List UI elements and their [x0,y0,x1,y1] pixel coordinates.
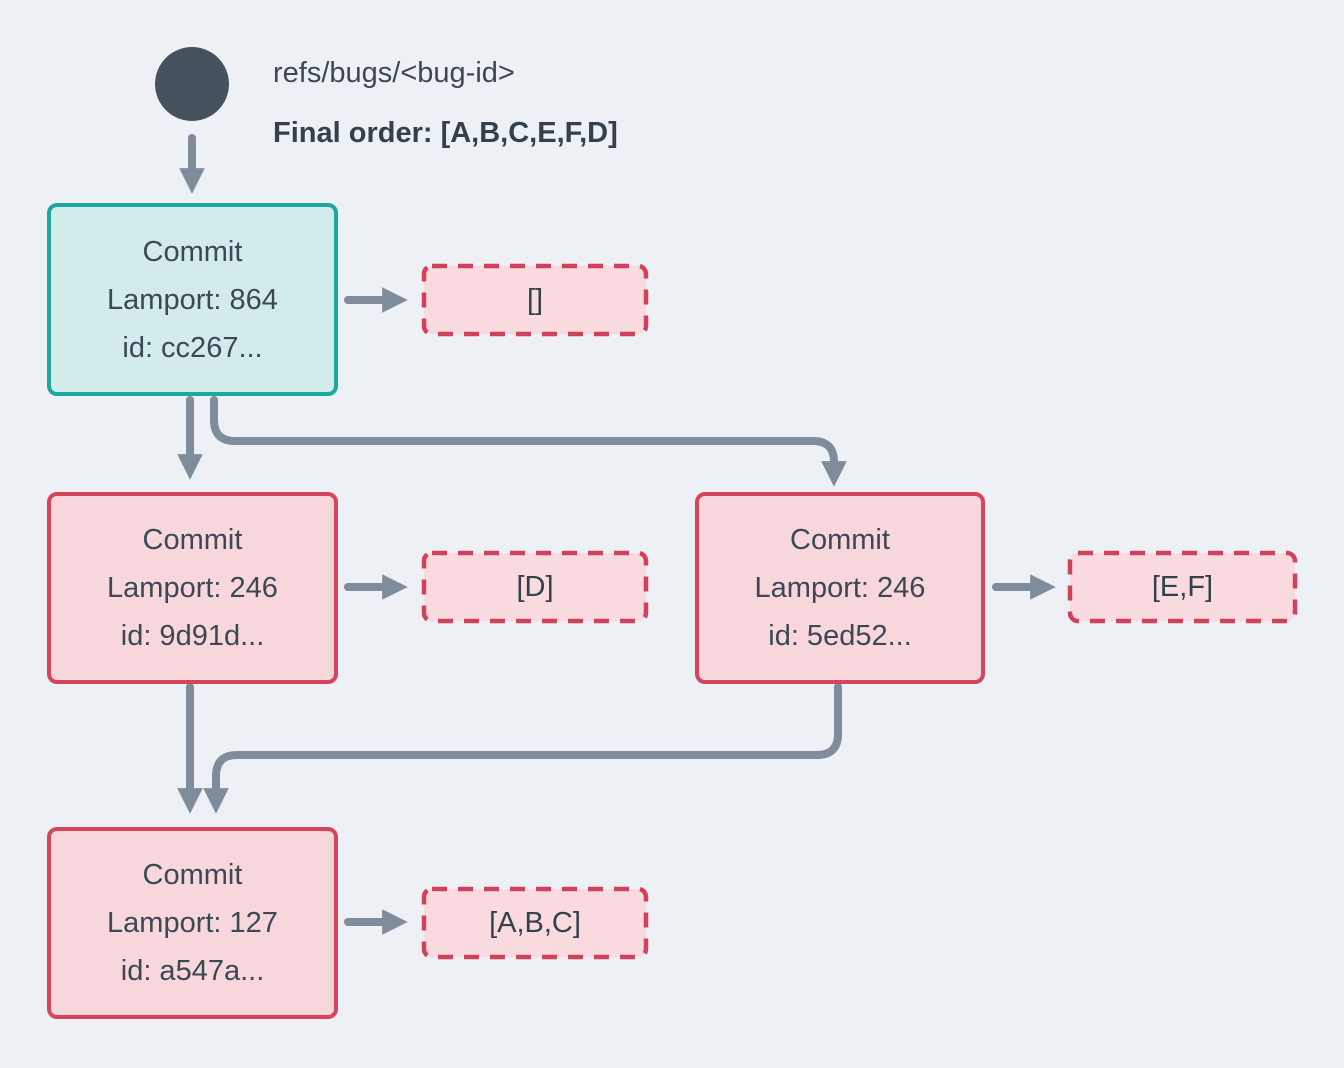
commit-title: Commit [142,524,243,556]
arrow-parent-right-to-base [203,683,842,814]
ops-box-base [421,886,649,960]
commit-id: id: 5ed52... [768,620,912,652]
ref-dot [155,47,229,121]
ops-list-parent-right: [E,F] [1151,570,1214,603]
commit-lamport: Lamport: 246 [107,572,278,604]
ops-box-head [421,263,649,337]
commit-title: Commit [142,235,243,268]
commit-lamport: Lamport: 246 [754,572,926,604]
ops-box-parent-right [1067,550,1298,624]
commit-node-parent-left: Commit Lamport: 246 id: 9d91d... [47,492,338,684]
commit-title: Commit [142,859,243,891]
commit-node-head: Commit Lamport: 864 id: cc267... [47,203,338,396]
final-order-label: Final order: [A,B,C,E,F,D] [273,117,618,149]
ops-list-head: [] [526,283,544,316]
arrow-head-to-parent-right [210,396,847,487]
commit-node-parent-right: Commit Lamport: 246 id: 5ed52... [695,492,985,684]
ops-box-parent-left [421,550,649,624]
ref-name-label: refs/bugs/<bug-id> [273,57,515,89]
commit-title: Commit [790,524,890,556]
commit-lamport: Lamport: 127 [107,907,278,939]
commit-id: id: cc267... [122,331,263,364]
commit-id: id: 9d91d... [120,620,265,652]
ops-list-parent-left: [D] [516,570,554,603]
commit-id: id: a547a... [120,955,265,987]
ops-list-base: [A,B,C] [489,906,581,939]
commit-node-base: Commit Lamport: 127 id: a547a... [47,827,338,1019]
commit-lamport: Lamport: 864 [107,283,278,316]
